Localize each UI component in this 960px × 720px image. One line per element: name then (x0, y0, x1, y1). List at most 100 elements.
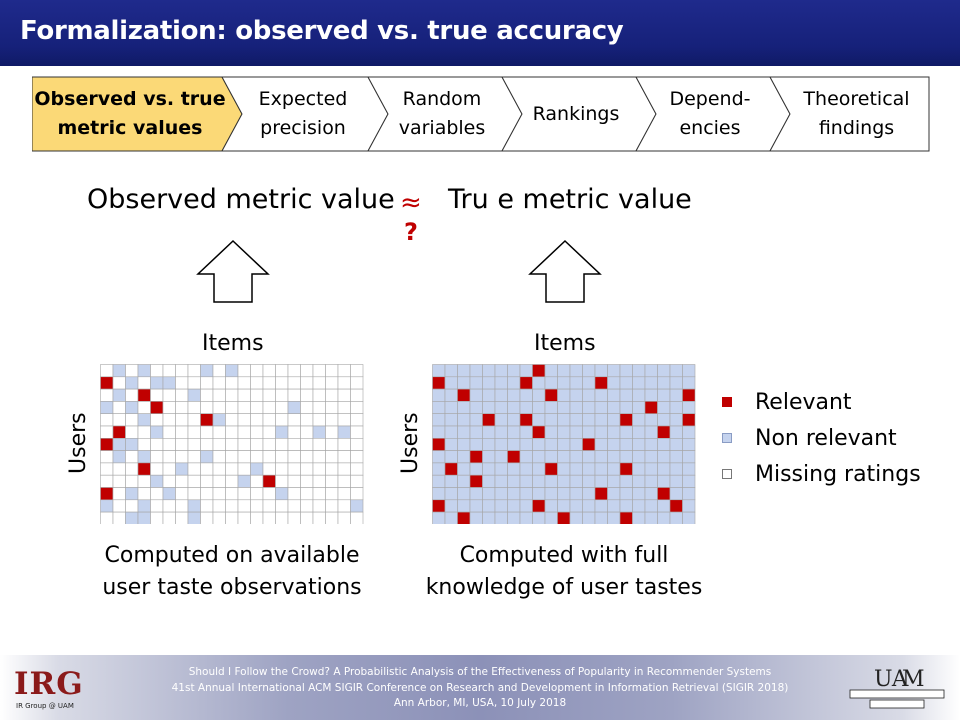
rating-cell (337, 401, 351, 415)
rating-cell (100, 364, 114, 378)
rating-cell (482, 413, 496, 427)
rating-cell (532, 511, 546, 524)
rating-cell (557, 413, 571, 427)
relevant-swatch-icon (722, 397, 732, 407)
rating-cell (482, 364, 496, 378)
rating-cell (494, 388, 508, 402)
rating-cell (532, 499, 546, 513)
rating-cell (619, 438, 633, 451)
rating-cell (100, 401, 114, 415)
rating-cell (657, 474, 671, 488)
rating-cell (644, 376, 658, 390)
step-6-shape[interactable] (769, 76, 930, 152)
rating-cell (607, 364, 621, 378)
rating-cell (532, 388, 546, 402)
rating-cell (237, 474, 251, 488)
rating-cell (669, 474, 683, 488)
rating-cell (200, 401, 214, 415)
legend-label-non-relevant: Non relevant (755, 425, 897, 451)
rating-cell (250, 487, 264, 501)
rating-cell (594, 388, 608, 402)
rating-cell (619, 401, 633, 415)
rating-cell (644, 487, 658, 501)
rating-cell (544, 450, 558, 464)
rating-cell (337, 413, 351, 427)
rating-cell (544, 401, 558, 415)
rating-cell (582, 364, 596, 378)
rating-cell (469, 376, 483, 390)
step-1-label[interactable]: Observed vs. true metric values (34, 88, 226, 139)
rating-cell (275, 413, 289, 427)
rating-cell (325, 450, 339, 464)
rating-cell (657, 462, 671, 476)
rating-cell (482, 450, 496, 464)
rating-cell (682, 401, 696, 415)
rating-cell (444, 364, 458, 378)
rating-cell (519, 474, 533, 488)
rating-cell (669, 438, 683, 451)
rating-cell (100, 438, 114, 451)
rating-cell (607, 376, 621, 390)
rating-cell (162, 425, 176, 439)
slide-title: Formalization: observed vs. true accurac… (20, 16, 624, 46)
rating-cell (482, 511, 496, 524)
rating-cell (482, 376, 496, 390)
approx-symbol: ≈ (400, 188, 422, 218)
legend-item-non-relevant: Non relevant (722, 420, 897, 456)
rating-cell (287, 450, 301, 464)
rating-cell (569, 364, 583, 378)
rating-cell (300, 376, 314, 390)
rating-cell (200, 511, 214, 524)
rating-cell (532, 450, 546, 464)
rating-cell (262, 511, 276, 524)
rating-cell (519, 364, 533, 378)
rating-cell (125, 450, 139, 464)
left-users-label: Users (66, 412, 91, 474)
rating-cell (432, 388, 446, 402)
rating-cell (682, 438, 696, 451)
rating-cell (532, 364, 546, 378)
rating-cell (125, 462, 139, 476)
rating-cell (619, 388, 633, 402)
step-6-label[interactable]: Theoretical findings (803, 88, 910, 139)
step-3-label[interactable]: Random variables (398, 88, 486, 139)
left-caption: Computed on available user taste observa… (102, 543, 362, 600)
rating-cell (544, 487, 558, 501)
step-4-label[interactable]: Rankings (532, 102, 620, 125)
rating-cell (187, 401, 201, 415)
rating-cell (644, 413, 658, 427)
rating-cell (669, 376, 683, 390)
rating-cell (237, 388, 251, 402)
rating-cell (237, 425, 251, 439)
rating-cell (582, 376, 596, 390)
rating-cell (544, 425, 558, 439)
rating-cell (187, 462, 201, 476)
rating-cell (325, 401, 339, 415)
rating-cell (237, 413, 251, 427)
rating-cell (482, 425, 496, 439)
rating-cell (557, 401, 571, 415)
legend-label-relevant: Relevant (755, 389, 852, 415)
rating-cell (644, 474, 658, 488)
rating-cell (507, 499, 521, 513)
rating-cell (494, 413, 508, 427)
right-items-label: Items (534, 331, 596, 356)
rating-cell (632, 388, 646, 402)
step-5-label[interactable]: Depend- encies (669, 88, 751, 139)
rating-cell (262, 499, 276, 513)
rating-cell (162, 499, 176, 513)
rating-cell (544, 388, 558, 402)
rating-cell (250, 401, 264, 415)
rating-cell (457, 462, 471, 476)
rating-cell (262, 425, 276, 439)
rating-cell (162, 413, 176, 427)
rating-cell (494, 438, 508, 451)
rating-cell (212, 388, 226, 402)
rating-cell (444, 401, 458, 415)
rating-cell (544, 462, 558, 476)
step-2-label[interactable]: Expected precision (258, 88, 348, 139)
rating-cell (469, 413, 483, 427)
rating-cell (287, 401, 301, 415)
rating-cell (225, 487, 239, 501)
rating-cell (287, 487, 301, 501)
